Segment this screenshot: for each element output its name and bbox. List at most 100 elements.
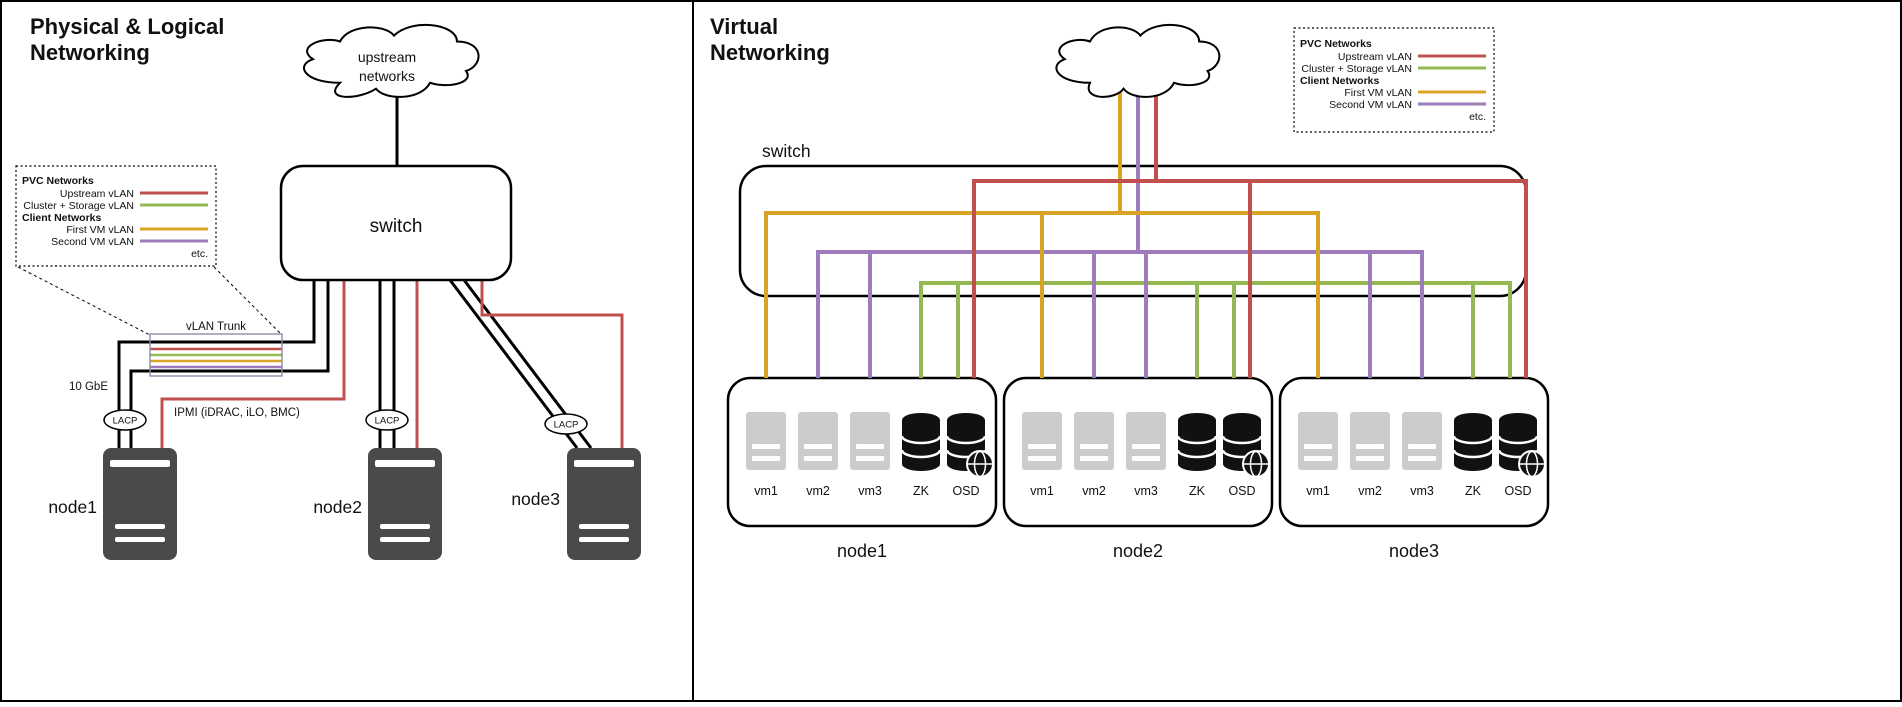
vm-icons-node3 xyxy=(1298,412,1442,470)
zk-label: ZK xyxy=(1465,484,1482,498)
link-line xyxy=(129,280,330,448)
right-panel-title-line1: Virtual xyxy=(710,14,778,39)
virtual-switch-label: switch xyxy=(762,141,811,161)
legend-callout-line xyxy=(17,266,151,336)
vlan-trunk-box xyxy=(149,333,283,377)
vm-icon xyxy=(1350,412,1390,470)
legend-pvc-header: PVC Networks xyxy=(22,175,94,187)
server-icon-details xyxy=(110,460,634,542)
lacp-label: LACP xyxy=(554,420,579,431)
legend-left: PVC Networks Upstream vLAN Cluster + Sto… xyxy=(15,165,217,267)
right-panel-title-line2: Networking xyxy=(710,40,830,65)
legend-cluster-label: Cluster + Storage vLAN xyxy=(23,200,134,212)
zk-database-icon xyxy=(1452,413,1494,471)
lacp-badge xyxy=(103,409,147,431)
vm-icon xyxy=(850,412,890,470)
legend-callout-line xyxy=(213,266,283,336)
node1-contents: vm1 vm2 vm3 ZK OSD node1 xyxy=(746,412,994,561)
vm-icon-details xyxy=(752,444,884,461)
left-panel-title-line1: Physical & Logical xyxy=(30,14,224,39)
switch-box xyxy=(279,164,513,282)
virtual-switch-box xyxy=(738,164,1528,298)
vm-icon-details xyxy=(1304,444,1436,461)
osd-database-icon xyxy=(1497,413,1546,478)
node1-name: node1 xyxy=(837,541,887,561)
vm2-label: vm2 xyxy=(1358,484,1382,498)
legend-second-vm-label: Second VM vLAN xyxy=(51,236,134,248)
upstream-cloud-shape-right xyxy=(1055,23,1221,98)
lacp-badges: LACP LACP LACP xyxy=(103,409,588,435)
globe-icon xyxy=(1242,450,1270,478)
osd-label: OSD xyxy=(1228,484,1255,498)
cloud-label-line2: networks xyxy=(359,68,415,84)
link-line xyxy=(117,280,316,448)
vm-icon xyxy=(798,412,838,470)
vm-icon xyxy=(1074,412,1114,470)
server-icons xyxy=(103,448,641,560)
legend-upstream-label: Upstream vLAN xyxy=(1338,51,1412,63)
physical-networking-panel: Physical & Logical Networking upstream n… xyxy=(15,14,641,560)
zk-database-icon xyxy=(900,413,942,471)
legend-first-vm-label: First VM vLAN xyxy=(66,224,134,236)
globe-icon xyxy=(1518,450,1546,478)
legend-etc-label: etc. xyxy=(191,248,208,260)
switch-label: switch xyxy=(370,216,423,237)
osd-database-icon xyxy=(945,413,994,478)
node2-label: node2 xyxy=(313,497,362,517)
legend-border xyxy=(1293,27,1495,133)
legend-etc-label: etc. xyxy=(1469,111,1486,123)
legend-right: PVC Networks Upstream vLAN Cluster + Sto… xyxy=(1293,27,1495,133)
left-panel-title-line2: Networking xyxy=(30,40,150,65)
zk-label: ZK xyxy=(913,484,930,498)
legend-client-header: Client Networks xyxy=(22,212,102,224)
legend-client-header: Client Networks xyxy=(1300,75,1380,87)
vm3-label: vm3 xyxy=(1134,484,1158,498)
vm-icon xyxy=(1022,412,1062,470)
server-icon-node3 xyxy=(567,448,641,560)
vm-icon xyxy=(1126,412,1166,470)
ipmi-link-line xyxy=(160,280,346,448)
vm-icons-node2 xyxy=(1022,412,1166,470)
legend-upstream-label: Upstream vLAN xyxy=(60,188,134,200)
legend-cluster-label: Cluster + Storage vLAN xyxy=(1301,63,1412,75)
link-speed-label: 10 GbE xyxy=(69,381,108,393)
upstream-vlan-lines xyxy=(972,90,1528,378)
second-vm-vlan-lines xyxy=(816,90,1424,378)
first-vm-vlan-path xyxy=(764,90,1320,378)
legend-first-vm-label: First VM vLAN xyxy=(1344,87,1412,99)
vm-icon-details xyxy=(1028,444,1160,461)
lacp-badge xyxy=(544,413,588,435)
vm-icon xyxy=(1402,412,1442,470)
vm-icons-node1 xyxy=(746,412,890,470)
vlan-trunk: vLAN Trunk xyxy=(149,321,283,377)
node3-name: node3 xyxy=(1389,541,1439,561)
node2-contents: vm1 vm2 vm3 ZK OSD node2 xyxy=(1022,412,1270,561)
cloud-label-line1: upstream xyxy=(358,49,416,65)
vm-icon xyxy=(1298,412,1338,470)
node3-contents: vm1 vm2 vm3 ZK OSD node3 xyxy=(1298,412,1546,561)
ipmi-link-line xyxy=(480,280,624,448)
vlan-trunk-label: vLAN Trunk xyxy=(186,321,246,333)
second-vm-vlan-path xyxy=(816,90,1424,378)
legend-border xyxy=(15,165,217,267)
osd-label: OSD xyxy=(1504,484,1531,498)
server-icon-node2 xyxy=(368,448,442,560)
vm2-label: vm2 xyxy=(1082,484,1106,498)
zk-database-icon xyxy=(1176,413,1218,471)
lacp-badge xyxy=(365,409,409,431)
vm-icon xyxy=(746,412,786,470)
vm3-label: vm3 xyxy=(1410,484,1434,498)
server-icon-node1 xyxy=(103,448,177,560)
osd-label: OSD xyxy=(952,484,979,498)
first-vm-vlan-lines xyxy=(764,90,1320,378)
zk-label: ZK xyxy=(1189,484,1206,498)
cluster-vlan-path xyxy=(919,281,1512,378)
ipmi-links xyxy=(160,280,624,448)
vm2-label: vm2 xyxy=(806,484,830,498)
node2-name: node2 xyxy=(1113,541,1163,561)
lacp-label: LACP xyxy=(113,416,138,427)
vm1-label: vm1 xyxy=(754,484,778,498)
osd-database-icon xyxy=(1221,413,1270,478)
